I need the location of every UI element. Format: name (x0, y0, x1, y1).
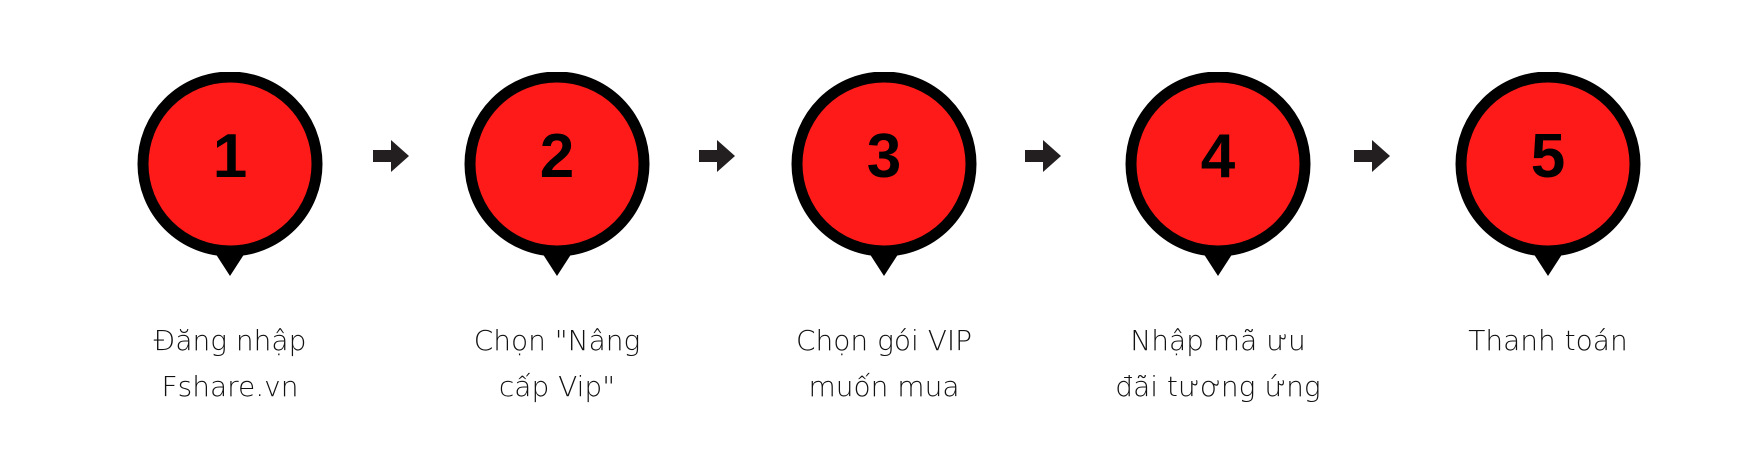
step-label-line1: Chọn "Nâng (473, 324, 641, 357)
arrow-right-icon (1025, 140, 1063, 172)
arrow-right-icon (1354, 140, 1392, 172)
step-label-line2: Fshare.vn (161, 370, 299, 403)
step-label: Thanh toán (1398, 318, 1698, 364)
map-pin-icon (130, 72, 330, 282)
step-number: 2 (539, 122, 575, 191)
step-label-line1: Đăng nhập (153, 324, 307, 357)
step-number: 5 (1530, 122, 1566, 191)
map-pin-icon (1448, 72, 1648, 282)
step-label-line1: Chọn gói VIP (796, 324, 972, 357)
step-label: Chọn "Nâng cấp Vip" (407, 318, 707, 410)
arrow-right-icon (699, 140, 737, 172)
map-pin-icon (457, 72, 657, 282)
step-number: 3 (866, 122, 902, 191)
step-label-line2: cấp Vip" (498, 370, 616, 403)
arrow-right-icon (373, 140, 411, 172)
step-number: 1 (212, 122, 248, 191)
step-label-line2: muốn mua (808, 370, 960, 403)
step-label-line1: Thanh toán (1468, 324, 1628, 357)
map-pin-icon (1118, 72, 1318, 282)
step-label-line2: đãi tương ứng (1115, 370, 1321, 403)
step-label-line1: Nhập mã ưu (1130, 324, 1306, 357)
step-number: 4 (1200, 122, 1236, 191)
map-pin-icon (784, 72, 984, 282)
step-label: Nhập mã ưu đãi tương ứng (1068, 318, 1368, 410)
step-label: Chọn gói VIP muốn mua (734, 318, 1034, 410)
